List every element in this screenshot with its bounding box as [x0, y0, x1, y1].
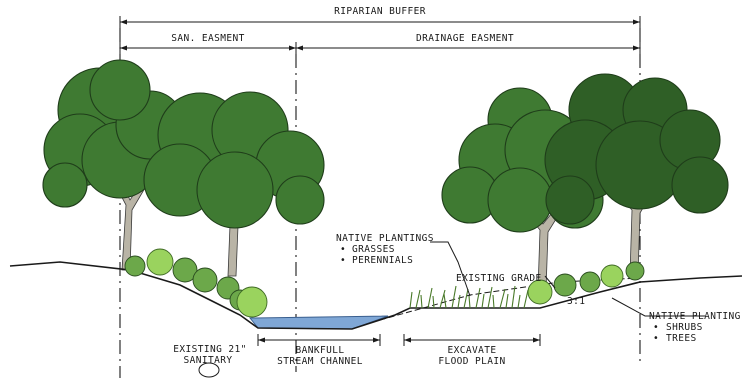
native-planting-trees: TREES	[666, 333, 697, 344]
slope-label: 3:1	[567, 296, 585, 307]
bankfull-line2: STREAM CHANNEL	[277, 356, 363, 367]
native-planting-bullet-2: •	[653, 333, 659, 344]
excavate-line1: EXCAVATE	[448, 345, 497, 356]
drainage-easment-label: DRAINAGE EASMENT	[416, 33, 514, 44]
tree-left-front	[143, 91, 325, 277]
excavate-line2: FLOOD PLAIN	[438, 356, 505, 367]
existing-grade-label: EXISTING GRADE	[456, 273, 542, 284]
native-plantings-title: NATIVE PLANTINGS	[336, 233, 434, 244]
tree-left-back	[42, 59, 185, 271]
native-planting-title: NATIVE PLANTING	[649, 311, 741, 322]
shrubs-right-bank	[527, 261, 645, 305]
shrubs-left-bank	[124, 248, 268, 318]
san-easment-label: SAN. EASMENT	[171, 33, 244, 44]
native-plantings-bullet-1: •	[340, 244, 346, 255]
native-planting-leader	[611, 297, 705, 317]
stream-water	[248, 315, 389, 330]
native-planting-shrubs: SHRUBS	[666, 322, 703, 333]
riparian-buffer-label: RIPARIAN BUFFER	[334, 6, 426, 17]
floodplain-grasses	[409, 285, 529, 309]
tree-right-right	[544, 73, 729, 276]
existing-grade-line	[379, 277, 641, 321]
ground-profile	[9, 261, 742, 330]
existing-sanitary-line1: EXISTING 21"	[173, 344, 246, 355]
native-plantings-perennials: PERENNIALS	[352, 255, 413, 266]
existing-grade-leader	[544, 275, 556, 289]
sanitary-pipe-icon	[198, 362, 220, 378]
existing-sanitary-line2: SANITARY	[184, 355, 233, 366]
native-plantings-leader	[430, 241, 471, 297]
native-plantings-bullet-2: •	[340, 255, 346, 266]
bankfull-line1: BANKFULL	[296, 345, 345, 356]
native-planting-bullet-1: •	[653, 322, 659, 333]
riparian-buffer-dimension	[119, 16, 641, 28]
native-plantings-grasses: GRASSES	[352, 244, 395, 255]
excavate-dimension	[403, 334, 541, 346]
bankfull-dimension	[257, 334, 381, 346]
